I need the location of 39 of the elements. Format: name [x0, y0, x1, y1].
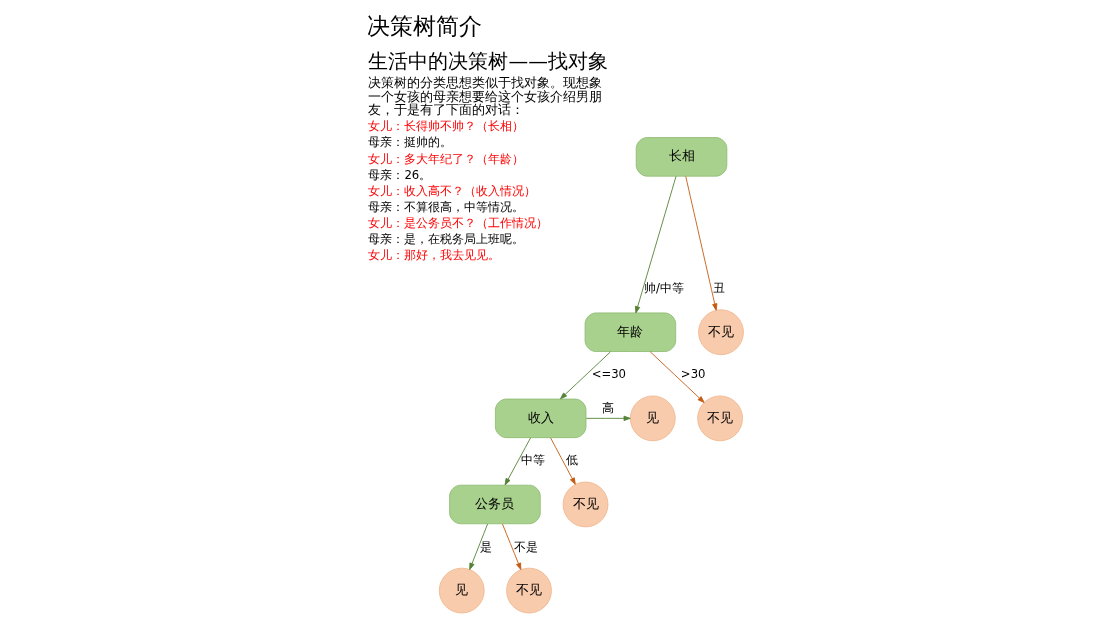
- diagram-title: 决策树简介: [366, 12, 482, 40]
- arrow: [559, 351, 611, 400]
- arrow: [549, 437, 576, 485]
- edge-label: <=30: [591, 367, 626, 382]
- node-circle: 不见: [505, 567, 552, 614]
- label: 女儿：那好，我去见见。: [367, 248, 500, 263]
- arrow: [501, 523, 521, 570]
- edge-label: 不是: [513, 539, 538, 554]
- node-circle: 见: [629, 395, 676, 442]
- label: 女儿：收入高不？（收入情况）: [367, 183, 536, 198]
- label: 母亲：不算很高，中等情况。: [367, 200, 524, 215]
- arrow: [504, 437, 531, 486]
- edge-label: 帅/中等: [643, 281, 684, 296]
- node-box: 公务员: [448, 484, 541, 525]
- label: 母亲：26。: [367, 167, 431, 182]
- label: 母亲：是，在税务局上班呢。: [367, 232, 524, 247]
- edge-label: 是: [479, 539, 492, 554]
- arrow: [634, 175, 676, 314]
- edge-label: 低: [565, 453, 578, 468]
- arrow: [468, 523, 488, 570]
- arrow: [649, 351, 705, 403]
- label: 母亲：挺帅的。: [367, 135, 452, 150]
- edge-label: >30: [680, 367, 705, 382]
- node-circle: 见: [438, 567, 485, 614]
- node-circle: 不见: [697, 309, 744, 356]
- node-circle: 不见: [562, 481, 608, 528]
- label: 女儿：多大年纪了？（年龄）: [367, 151, 524, 166]
- label: 生活中的决策树——找对象: [367, 49, 608, 73]
- arrow: [684, 175, 717, 311]
- arrow: [585, 415, 631, 421]
- label: 女儿：长得帅不帅？（长相）: [367, 119, 524, 134]
- label: 决策树的分类思想类似于找对象。现想象一个女孩的母亲想要给这个女孩介绍男朋友，于是有了下面的对话：: [367, 75, 602, 117]
- node-box: 收入: [494, 398, 586, 439]
- edge-label: 丑: [712, 281, 725, 296]
- node-box: 年龄: [584, 312, 676, 352]
- node-box: 长相: [635, 137, 727, 177]
- edge-label: 中等: [520, 453, 545, 468]
- label: 女儿：是公务员不？（工作情况）: [367, 216, 548, 231]
- edge-label: 高: [601, 401, 614, 416]
